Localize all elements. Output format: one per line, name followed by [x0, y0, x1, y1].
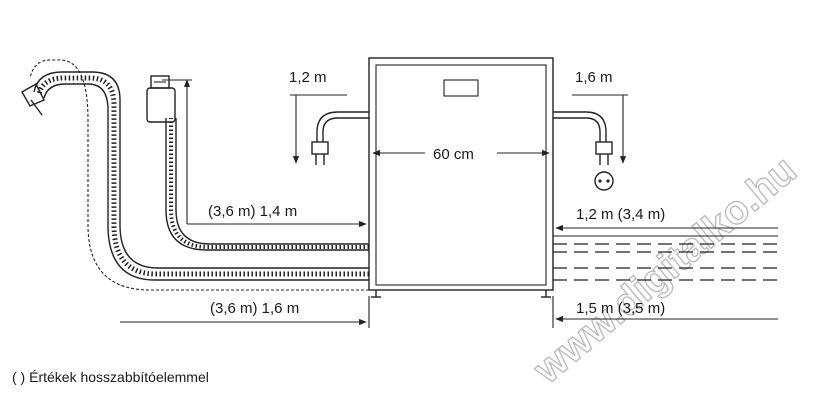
outer-hose-loop [29, 59, 369, 291]
drain-hose-label: (3,6 m) 1,4 m [208, 203, 297, 220]
drain-hose [165, 118, 369, 251]
inlet-hose-label: (3,6 m) 1,6 m [210, 300, 299, 317]
right-cord-label: 1,6 m [575, 69, 613, 86]
right-hose-paths [553, 235, 778, 281]
drain-tube [30, 99, 43, 116]
right-upper-label: 1,2 m (3,4 m) [576, 206, 665, 223]
inlet-hose [21, 71, 369, 281]
wall-socket-icon [594, 171, 614, 191]
right-power-cord [553, 111, 613, 165]
dishwasher-body [368, 57, 554, 298]
right-lower-label: 1,5 m (3,5 m) [576, 300, 665, 317]
width-label: 60 cm [433, 146, 474, 163]
aqua-stop-valve [146, 75, 176, 123]
left-power-cord [311, 111, 369, 165]
footnote: ( ) Értékek hosszabbítóelemmel [12, 369, 209, 385]
watermark: www.digitalko.hu [525, 148, 805, 393]
left-cord-label: 1,2 m [289, 69, 327, 86]
